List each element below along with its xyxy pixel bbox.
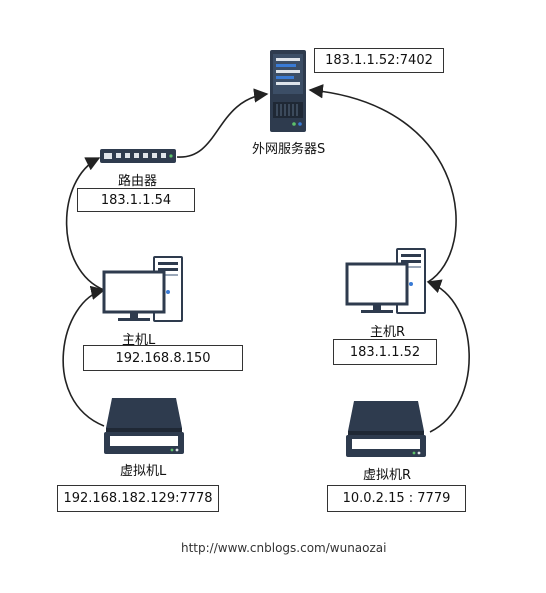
host-r-label: 主机R [370,325,406,340]
arrow-hostl-to-router [65,157,105,291]
computer-icon-host-r [345,248,426,314]
router-address-box: 183.1.1.54 [77,188,195,212]
vm-l-address-box: 192.168.182.129:7778 [57,485,219,512]
scanner-icon-vm-l [104,398,184,454]
server-address-box: 183.1.1.52:7402 [314,48,444,73]
scanner-icon-vm-r [346,401,426,457]
host-r-address-box: 183.1.1.52 [333,339,437,365]
arrow-vml-to-hostl [62,285,106,427]
vm-l-label: 虚拟机L [120,464,167,479]
vm-r-address-box: 10.0.2.15 : 7779 [327,485,466,512]
host-l-label: 主机L [122,333,156,348]
vm-r-label: 虚拟机R [363,468,412,483]
router-icon [100,149,176,163]
computer-icon-host-l [102,256,183,322]
arrow-router-to-server [176,88,269,158]
arrow-hostr-to-server [308,84,457,283]
footer-url: http://www.cnblogs.com/wunaozai [181,541,387,555]
server-icon [270,50,306,132]
arrow-vmr-to-hostr [426,279,470,433]
router-label: 路由器 [118,174,158,189]
host-l-address-box: 192.168.8.150 [83,345,243,371]
server-label: 外网服务器S [252,142,326,157]
